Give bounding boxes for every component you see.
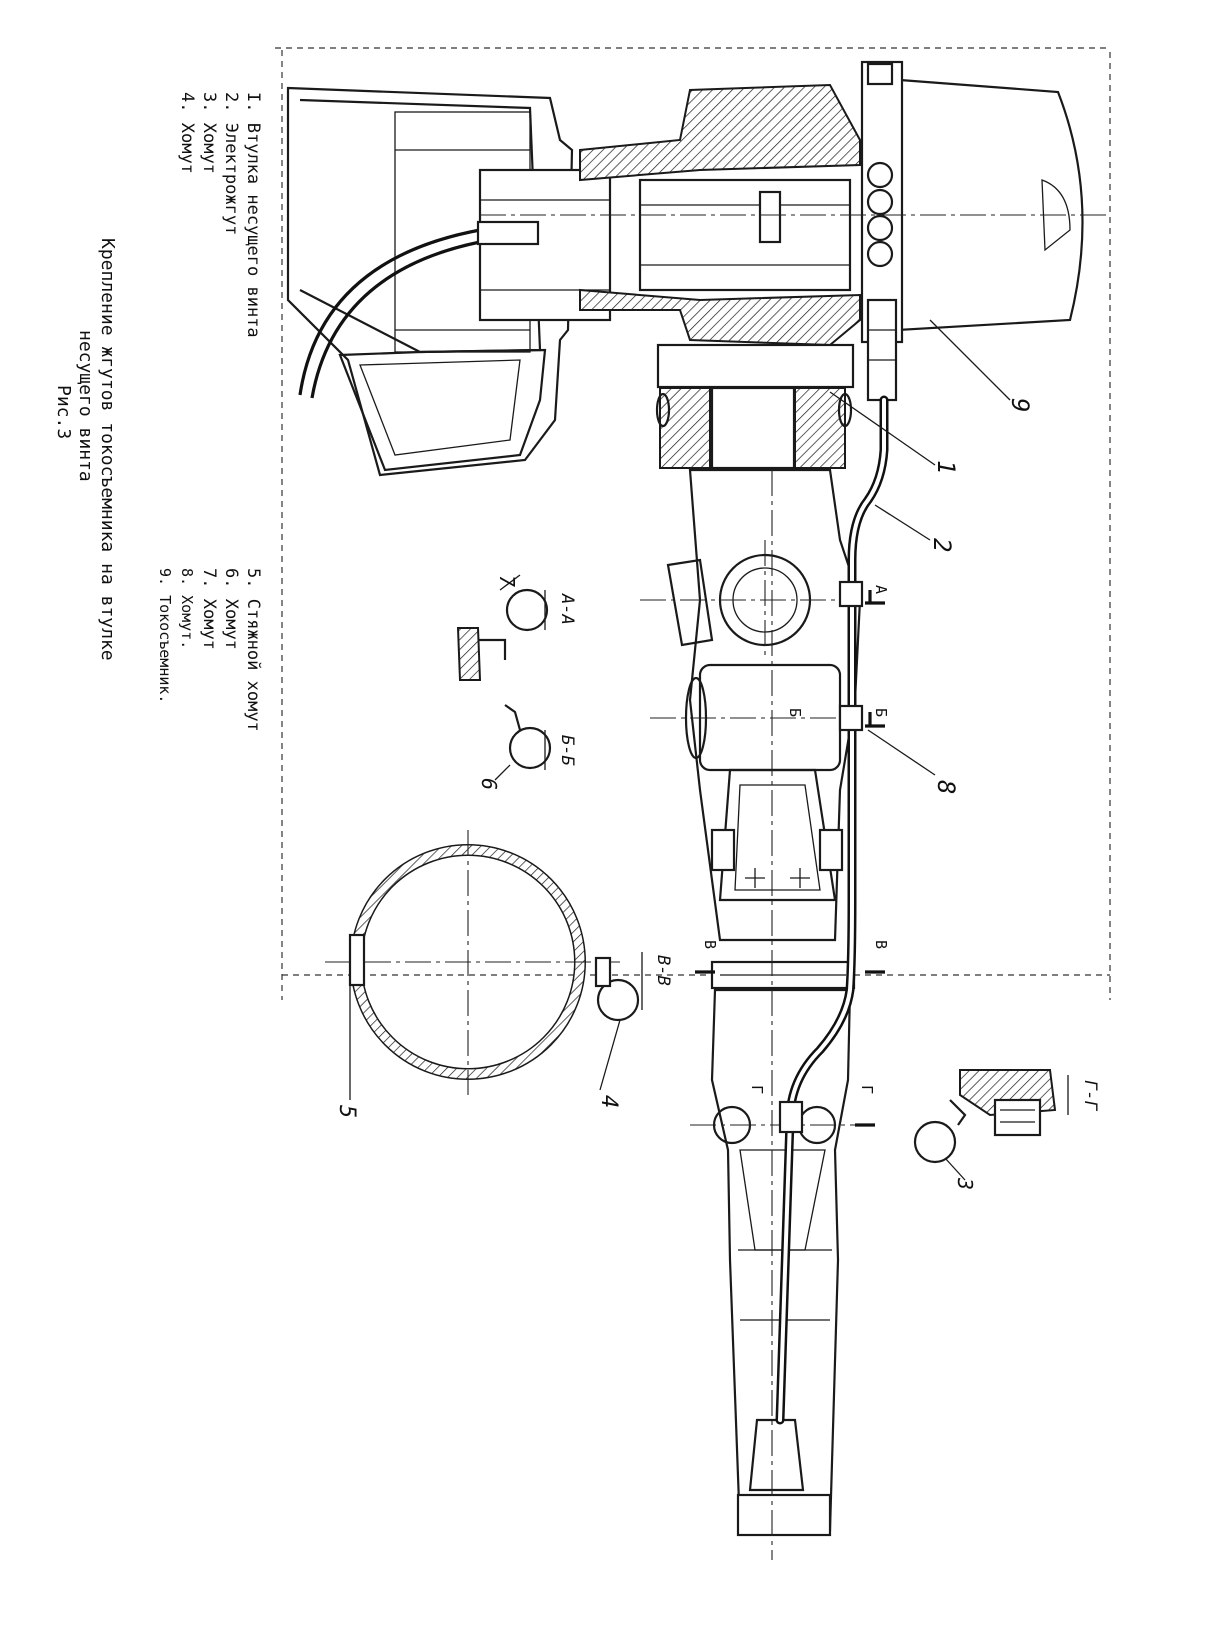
legend-num-6: 6.	[221, 568, 241, 588]
svg-text:2. Электрожгут: 2. Электрожгут	[221, 92, 241, 235]
hub-housing-section	[286, 86, 612, 477]
legend-text-3: Хомут	[199, 123, 219, 174]
legend-right: 5. Стяжной хомут 6. Хомут 7. Хомут 8. Хо…	[156, 568, 263, 732]
legend-num-9: 9.	[156, 568, 174, 586]
legend-text-7: Хомут	[199, 599, 219, 650]
callout-2: 2	[928, 538, 956, 552]
legend-text-1: Втулка несущего винта	[243, 123, 263, 338]
legend-text-2: Электрожгут	[221, 123, 241, 236]
svg-text:3. Хомут: 3. Хомут	[199, 92, 219, 174]
section-mark-g: Г	[858, 1085, 876, 1094]
legend-num-1: I.	[243, 92, 263, 112]
legend-num-3: 3.	[199, 92, 219, 112]
svg-text:4. Хомут: 4. Хомут	[177, 92, 197, 174]
section-vv: В-В 4 5	[325, 830, 673, 1118]
legend-text-5: Стяжной хомут	[243, 599, 263, 732]
callout-3: 3	[953, 1177, 977, 1190]
legend-text-4: Хомут	[177, 123, 197, 174]
legend-num-5: 5.	[243, 568, 263, 588]
section-mark-b: Б	[872, 708, 890, 717]
legend-num-7: 7.	[199, 568, 219, 588]
section-mark-g-left: Г	[748, 1085, 766, 1094]
legend-num-8: 8.	[178, 568, 196, 586]
section-mark-a: А	[872, 585, 890, 594]
section-mark-v: В	[872, 940, 890, 949]
callout-9: 9	[1006, 398, 1034, 412]
section-aa: А-А 7	[456, 574, 577, 681]
section-title-bb: Б-Б	[557, 735, 577, 766]
section-bb: Б-Б 6	[477, 704, 577, 790]
section-mark-v-left: В	[701, 940, 719, 949]
electro-harness	[775, 395, 889, 1425]
legend-left: I. Втулка несущего винта 2. Электрожгут …	[177, 92, 263, 338]
callout-8: 8	[932, 780, 960, 794]
caption-line-1: Крепление жгутов токосъемника на втулке	[97, 238, 118, 661]
section-title-gg: Г-Г	[1080, 1080, 1100, 1111]
caption-line-3: Рис.3	[53, 385, 74, 439]
legend-num-4: 4.	[177, 92, 197, 112]
frame-lines	[275, 47, 1111, 1000]
svg-text:8. Хомут.: 8. Хомут.	[178, 568, 196, 649]
svg-text:9. Токосъемник.: 9. Токосъемник.	[156, 568, 174, 703]
blade-arm	[640, 343, 862, 1560]
section-title-aa: А-А	[557, 593, 577, 625]
section-markers: А Б Б В В Г Г	[695, 585, 890, 1127]
legend-num-2: 2.	[221, 92, 241, 112]
svg-text:5. Стяжной хомут: 5. Стяжной хомут	[243, 568, 263, 732]
callout-7: 7	[495, 575, 519, 587]
svg-text:6. Хомут: 6. Хомут	[221, 568, 241, 650]
figure-caption: Крепление жгутов токосъемника на втулке …	[53, 238, 118, 661]
legend-text-6: Хомут	[221, 599, 241, 650]
callout-6: 6	[477, 778, 501, 790]
svg-text:7. Хомут: 7. Хомут	[199, 568, 219, 650]
section-mark-b-inner: Б	[786, 708, 804, 717]
callout-1: 1	[932, 460, 960, 474]
section-title-vv: В-В	[653, 955, 673, 986]
svg-text:I. Втулка несущего винта: I. Втулка несущего винта	[243, 92, 263, 338]
callout-5: 5	[334, 1105, 359, 1118]
section-gg: Г-Г 3	[913, 1069, 1100, 1190]
slip-ring-assembly	[480, 60, 1110, 402]
legend-text-9: Токосъемник.	[156, 595, 174, 703]
legend-text-8: Хомут.	[178, 595, 196, 649]
callout-4: 4	[596, 1095, 621, 1108]
caption-line-2: несущего винта	[75, 330, 96, 482]
callouts: 9 1 2 8	[829, 319, 1034, 794]
